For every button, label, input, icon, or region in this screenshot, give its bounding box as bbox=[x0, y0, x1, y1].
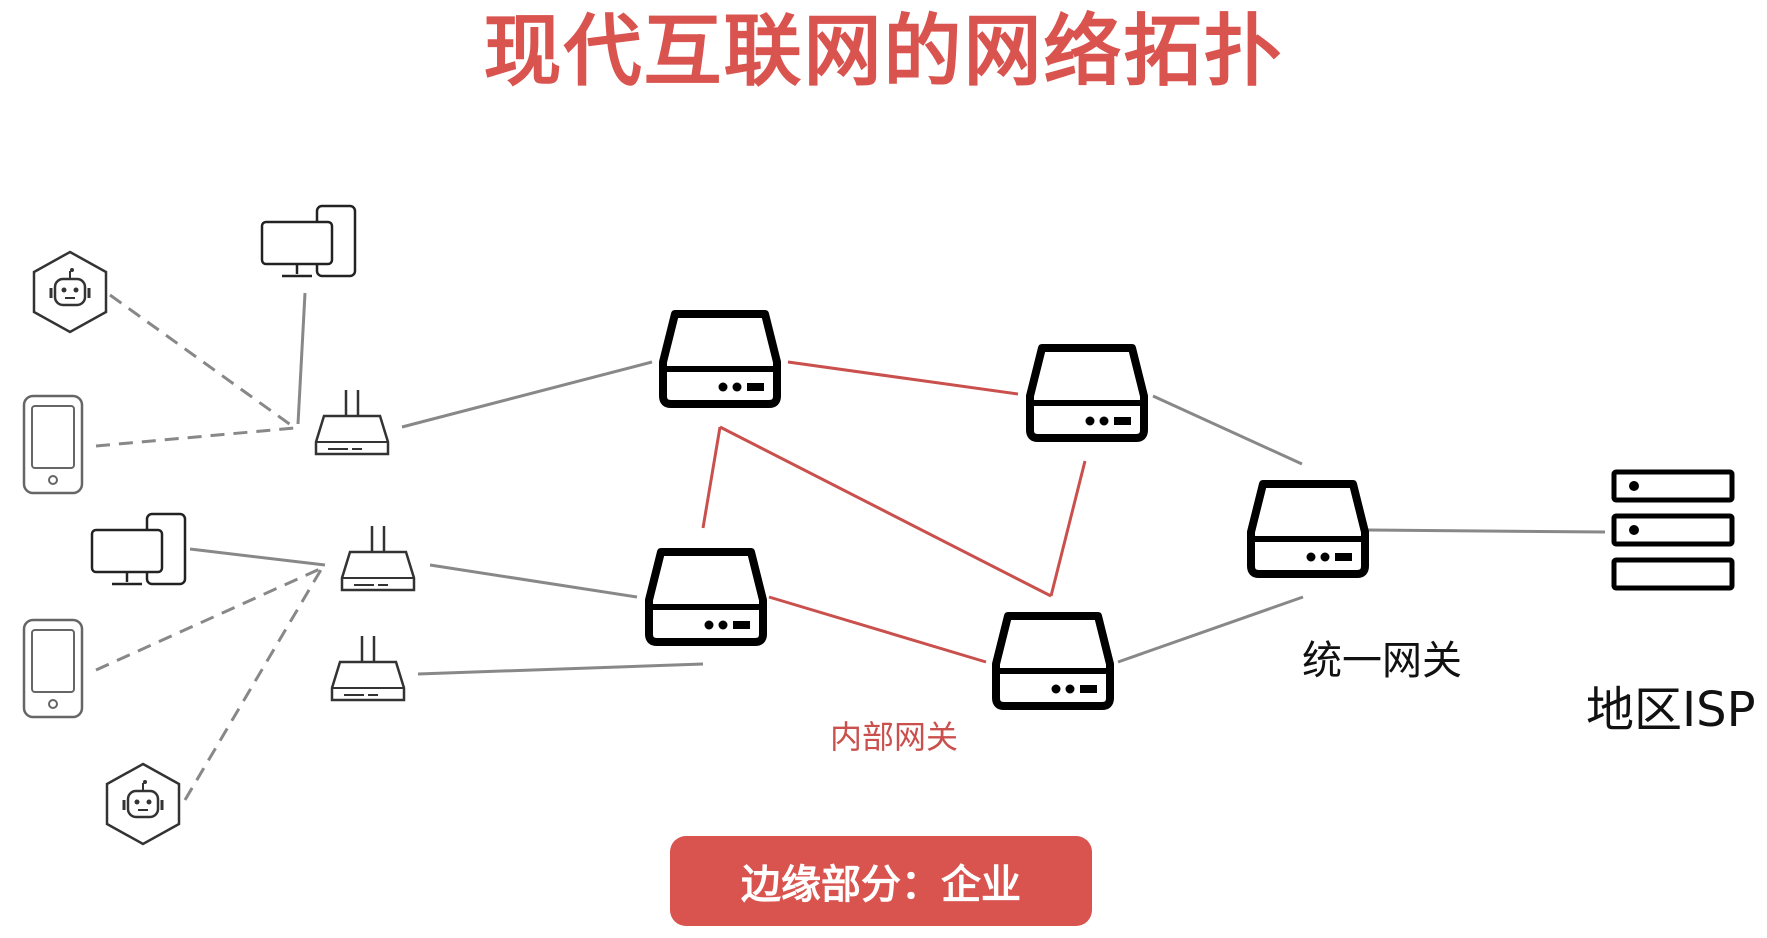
page-title: 现代互联网的网络拓扑 bbox=[483, 7, 1284, 97]
phone-icon bbox=[22, 394, 84, 495]
wired-link bbox=[1152, 394, 1303, 466]
wired-link bbox=[1117, 595, 1304, 664]
desktop-icon bbox=[260, 204, 357, 278]
router-icon bbox=[659, 310, 781, 408]
dashed-link bbox=[109, 293, 296, 430]
wired-link bbox=[296, 292, 307, 425]
wired-link bbox=[189, 547, 326, 567]
internal-link bbox=[1049, 460, 1087, 597]
router-icon bbox=[1247, 480, 1369, 578]
edge-section-text: 边缘部分：企业 bbox=[741, 862, 1021, 908]
edge-section-banner: 边缘部分：企业 bbox=[670, 836, 1092, 926]
internal-link bbox=[768, 595, 987, 664]
wired-link bbox=[401, 360, 653, 429]
dashed-link bbox=[95, 566, 323, 672]
wired-link bbox=[1367, 528, 1606, 534]
phone-icon bbox=[22, 618, 84, 719]
wired-link bbox=[417, 662, 704, 676]
wired-link bbox=[429, 563, 638, 599]
router-icon bbox=[645, 548, 767, 646]
robot-icon bbox=[105, 762, 181, 846]
wifi-router-icon bbox=[340, 526, 416, 592]
router-icon bbox=[1026, 344, 1148, 442]
wifi-router-icon bbox=[330, 636, 406, 702]
server-rack-icon bbox=[1611, 469, 1735, 591]
regional-isp-label: 地区ISP bbox=[1586, 682, 1756, 738]
robot-icon bbox=[32, 250, 108, 334]
wifi-router-icon bbox=[314, 390, 390, 456]
internal-link bbox=[701, 426, 722, 529]
desktop-icon bbox=[90, 512, 187, 586]
internal-link bbox=[719, 425, 1052, 598]
router-icon bbox=[992, 612, 1114, 710]
internal-link bbox=[787, 360, 1019, 396]
dashed-link bbox=[183, 567, 324, 801]
unified-gateway-label: 统一网关 bbox=[1302, 638, 1462, 684]
internal-gateway-label: 内部网关 bbox=[830, 718, 959, 756]
dashed-link bbox=[95, 426, 296, 448]
